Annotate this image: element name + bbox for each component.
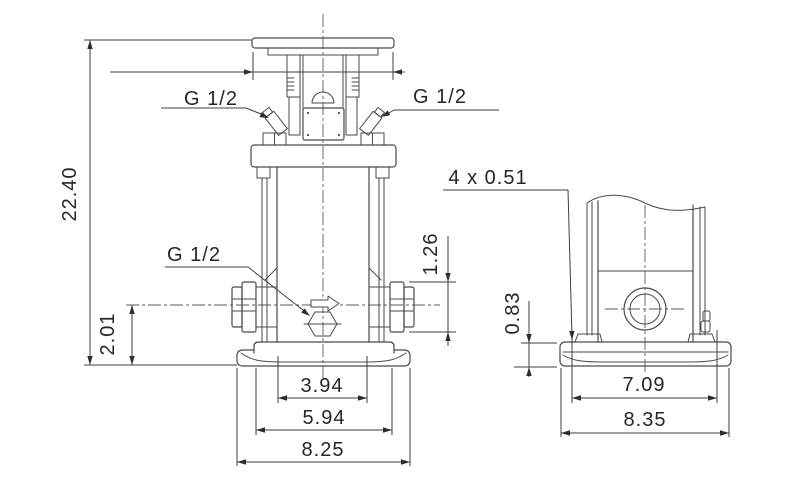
- pump-head-flange: [250, 144, 397, 168]
- side-view: [559, 194, 732, 367]
- dim-text-pump-head-width: 3.94: [301, 375, 344, 397]
- left-post: [286, 54, 301, 98]
- staybolt-nuts: [262, 132, 385, 146]
- right-post: [345, 54, 360, 98]
- label-base-holes: 4 x 0.51: [448, 167, 527, 189]
- side-port-outer: [623, 287, 667, 331]
- dim-text-port-flange-height: 1.26: [420, 233, 442, 276]
- motor-flange-inner-plate: [267, 47, 379, 56]
- dimension-base-plate-height: [514, 301, 557, 377]
- dimension-base-width-side: [560, 368, 730, 437]
- port-left: [231, 281, 278, 333]
- dim-text-base-plate-height: 0.83: [502, 292, 524, 335]
- break-line: [586, 194, 706, 211]
- leader-drain-port: [165, 266, 310, 316]
- flange-boss-right: [375, 166, 390, 179]
- dim-text-port-center-height: 2.01: [97, 313, 119, 356]
- side-foot-left: [574, 333, 603, 343]
- label-gauge-port-top-left: G 1/2: [184, 88, 238, 110]
- leader-gauge-port-top-right: [381, 109, 499, 117]
- base-molding-side: [562, 354, 729, 363]
- front-view: [231, 37, 415, 367]
- flange-boss-left: [256, 166, 271, 179]
- dimension-port-flange-height: [409, 236, 456, 346]
- label-drain-port: G 1/2: [167, 244, 221, 266]
- staybolts: [261, 177, 385, 343]
- dimension-overall-height: [84, 39, 252, 366]
- dimension-base-width-front: [236, 368, 411, 466]
- dim-text-bolt-span-side: 7.09: [623, 374, 666, 396]
- dimension-bolt-span-side: [571, 330, 718, 403]
- side-foot-right: [687, 333, 716, 343]
- dimension-pump-head-width: [277, 356, 368, 403]
- label-gauge-port-top-right: G 1/2: [413, 86, 467, 108]
- coupling-dome: [311, 91, 335, 104]
- dim-text-overall-height: 22.40: [59, 166, 81, 221]
- post-tick-marks: [286, 77, 360, 91]
- dim-text-base-width-side: 8.35: [624, 409, 667, 431]
- gauge-plug-right: [359, 106, 385, 136]
- left-post-lower: [288, 96, 301, 136]
- gauge-plug-left: [262, 106, 288, 136]
- dim-text-base-width-front: 8.25: [302, 439, 345, 461]
- base-plate-side: [559, 341, 732, 367]
- side-port-inner: [629, 293, 661, 325]
- port-right: [368, 281, 415, 333]
- side-bracket: [700, 310, 711, 333]
- right-post-lower: [345, 96, 358, 136]
- base-slab-front: [253, 341, 395, 354]
- coupling-screws: [307, 112, 340, 136]
- base-molding-front: [240, 352, 407, 363]
- dimension-motor-stool-width: [110, 52, 405, 80]
- dim-text-bolt-span-front: 5.94: [303, 407, 346, 429]
- flow-direction-arrow: [310, 295, 340, 312]
- base-plate-front: [236, 349, 411, 367]
- side-staybolts: [586, 201, 706, 336]
- drain-plug: [303, 311, 342, 337]
- dimension-port-center-height: [129, 305, 135, 365]
- leader-base-holes: [443, 189, 575, 340]
- coupling-box: [302, 107, 345, 141]
- leader-gauge-port-top-left: [161, 107, 269, 118]
- dimension-bolt-span-front: [255, 368, 393, 435]
